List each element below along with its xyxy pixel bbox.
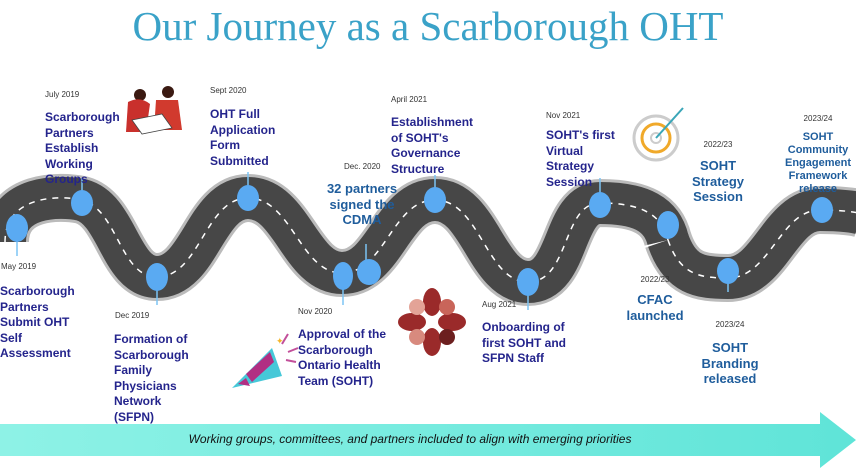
milestone-text: OHT Full Application Form Submitted [210,107,276,168]
milestone-text: SOHT Strategy Session [691,158,745,204]
milestone-date: Dec. 2020 [344,162,381,171]
milestone-date: Dec 2019 [115,311,150,320]
marker-branding [717,258,739,284]
marker-engagement [811,197,833,223]
party-popper-icon: ✦ [232,333,299,388]
milestone-date: 2022/23 [703,140,733,149]
milestone-date: Sept 2020 [210,86,247,95]
milestone-text: Formation of Scarborough Family Physicia… [114,332,189,424]
milestone-text: SOHT's first Virtual Strategy Session [546,128,615,189]
milestone-date: Nov 2021 [546,111,581,120]
milestone-date: Aug 2021 [482,300,517,309]
marker-july-2019 [71,190,93,216]
milestone-date: 2023/24 [803,114,833,123]
milestone-text: 32 partners signed the CDMA [326,181,398,227]
marker-dec-2020 [357,259,381,285]
milestone-date: May 2019 [1,262,37,271]
people-illustration [126,86,182,135]
milestone-text: CFAC launched [626,292,684,323]
milestone-date: 2023/24 [715,320,745,329]
marker-cfac [657,211,679,239]
milestone-markers [6,185,833,296]
progress-arrow [0,412,856,468]
milestone-text: SOHT Branding released [701,340,759,386]
milestone-date: April 2021 [391,95,428,104]
milestone-text: Scarborough Partners Submit OHT Self Ass… [0,284,75,360]
team-circle-illustration [398,288,466,356]
milestone-date: July 2019 [45,90,80,99]
arrow-caption: Working groups, committees, and partners… [188,432,632,446]
marker-dec-2019 [146,263,168,291]
milestone-date: Nov 2020 [298,307,333,316]
svg-text:✦: ✦ [276,336,284,346]
milestone-text: SOHT Community Engagement Framework rele… [784,131,851,195]
marker-sept-2020 [237,185,259,211]
slide-title: Our Journey as a Scarborough OHT [132,3,724,49]
marker-nov-2021 [589,192,611,218]
milestone-text: Scarborough Partners Establish Working G… [45,110,120,186]
milestone-date: 2022/23 [640,275,670,284]
marker-nov-2020 [333,262,353,290]
marker-aug-2021 [517,268,539,296]
milestone-text: Establishment of SOHT's Governance Struc… [391,115,474,176]
marker-may-2019 [6,214,28,242]
milestone-text: Onboarding of first SOHT and SFPN Staff [482,320,567,365]
target-icon [632,107,684,162]
marker-april-2021 [424,187,446,213]
milestone-text: Approval of the Scarborough Ontario Heal… [298,327,387,388]
